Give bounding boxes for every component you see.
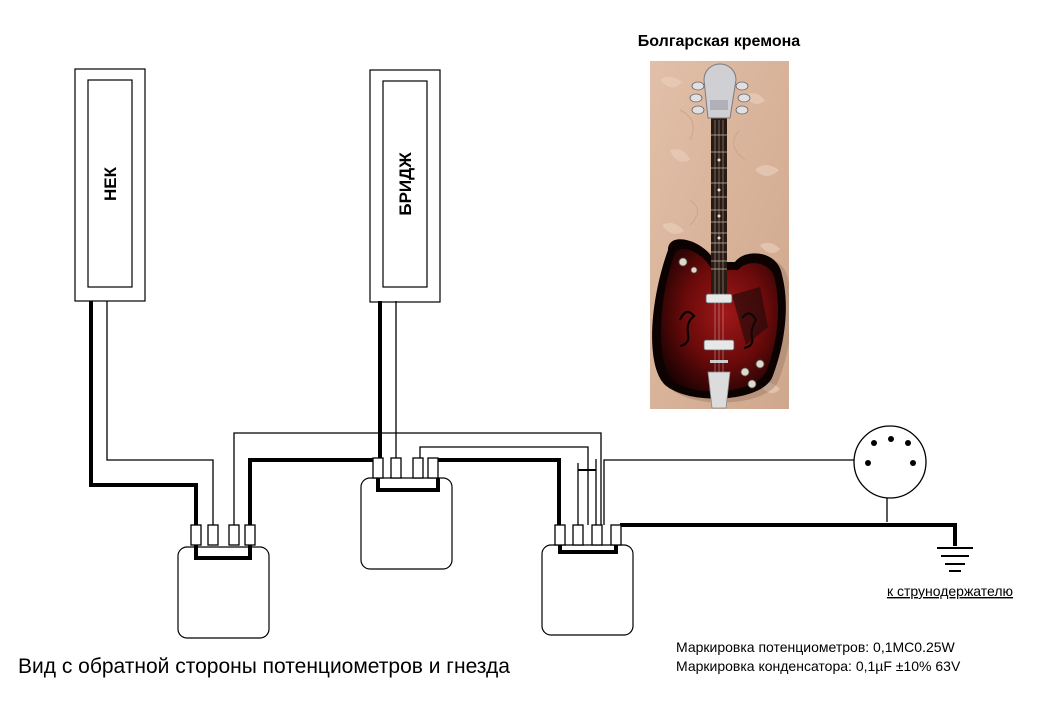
pots-marking-note: Маркировка потенциометров: 0,1МС0.25W xyxy=(676,639,956,655)
diagram-caption: Вид с обратной стороны потенциометров и … xyxy=(18,655,510,678)
ground-label: к струнодержателю xyxy=(887,583,1013,599)
photo-title: Болгарская кремона xyxy=(638,33,800,50)
ground-symbol xyxy=(937,547,973,572)
tone-pot xyxy=(541,544,634,636)
solder-lugs xyxy=(190,457,622,546)
capacitor-marking-note: Маркировка конденсатора: 0,1µF ±10% 63V xyxy=(676,658,961,674)
bridge-volume-pot xyxy=(360,477,453,570)
neck-pickup: НЕК xyxy=(74,68,146,302)
output-jack xyxy=(853,425,927,499)
thick-wires xyxy=(89,301,957,560)
neck-pickup-label: НЕК xyxy=(101,166,120,201)
bridge-pickup: БРИДЖ xyxy=(369,69,441,303)
guitar-photo xyxy=(650,61,789,409)
neck-volume-pot xyxy=(177,546,270,639)
bridge-pickup-label: БРИДЖ xyxy=(396,152,415,216)
